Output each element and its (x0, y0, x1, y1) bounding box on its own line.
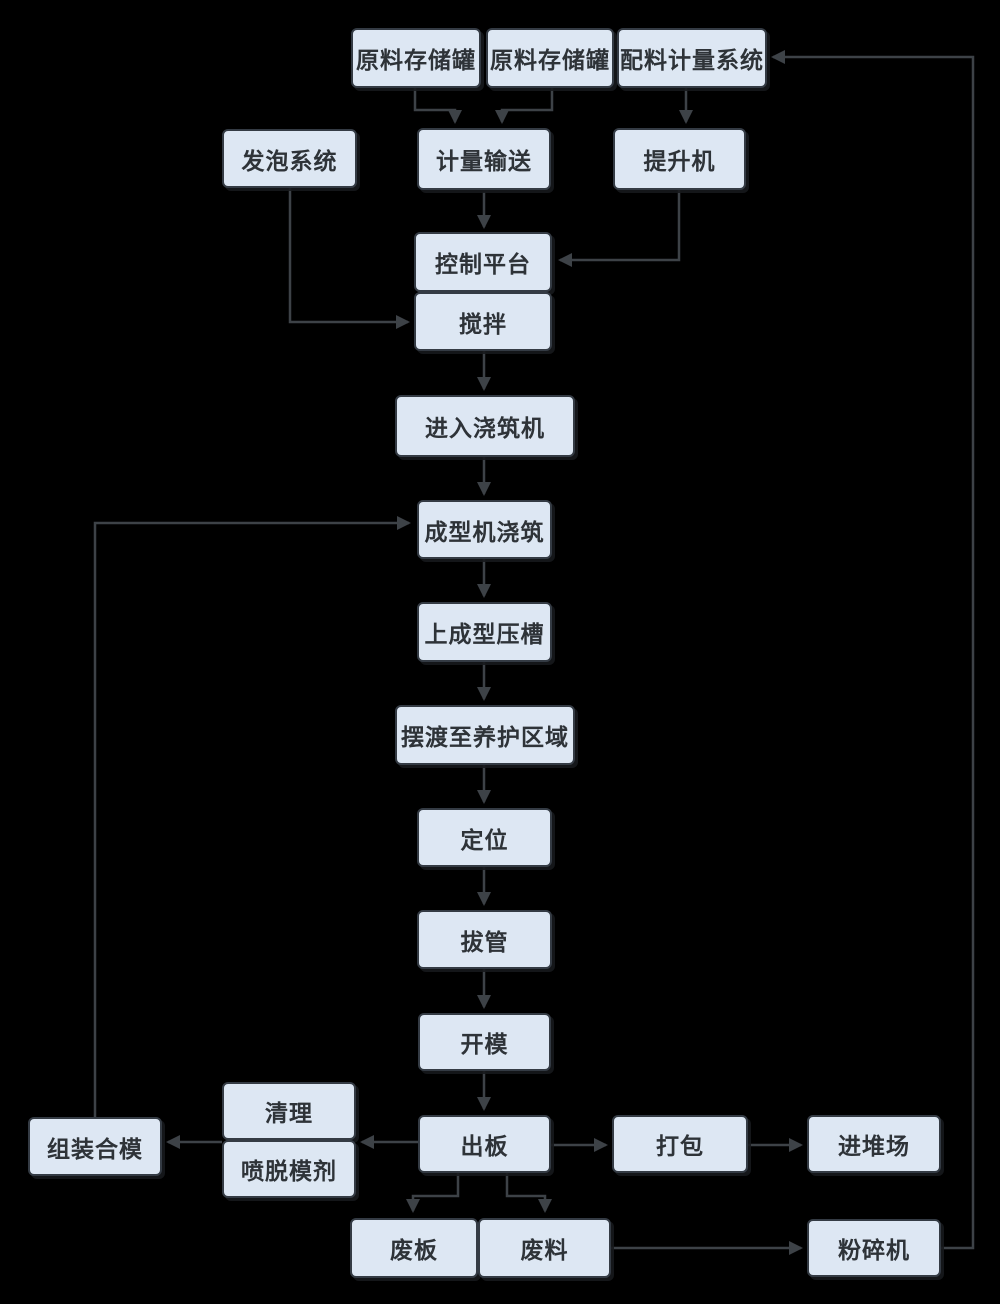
node-waste-material: 废料 (478, 1218, 611, 1278)
edge-boardout-wasteboard (406, 1173, 460, 1213)
node-tube-pulling: 拔管 (417, 910, 552, 969)
edge-tank2-metering (495, 88, 554, 124)
node-ferry-to-curing-area: 摆渡至养护区域 (395, 705, 575, 765)
node-stock-yard: 进堆场 (807, 1115, 941, 1173)
node-foaming-system: 发泡系统 (222, 129, 357, 188)
node-mold-opening: 开模 (418, 1013, 551, 1071)
edge-crusher-batching (771, 50, 975, 1250)
node-crusher: 粉碎机 (807, 1219, 941, 1277)
node-cleaning: 清理 (222, 1082, 356, 1140)
node-mixing: 搅拌 (414, 292, 552, 351)
node-metering-conveyor: 计量输送 (417, 128, 551, 190)
node-release-agent-spray: 喷脱模剂 (222, 1140, 356, 1198)
node-hoist: 提升机 (613, 128, 746, 190)
node-packing: 打包 (612, 1115, 748, 1173)
node-board-out: 出板 (418, 1115, 551, 1173)
node-mold-assembly: 组装合模 (28, 1117, 162, 1176)
edge-tank1-metering (413, 88, 462, 124)
edge-boardout-wastematerial (505, 1173, 552, 1213)
node-batching-metering-system: 配料计量系统 (617, 28, 767, 88)
node-control-platform: 控制平台 (414, 232, 552, 292)
node-waste-board: 废板 (350, 1218, 478, 1278)
edge-hoist-control (558, 190, 681, 267)
edge-foaming-mixing (288, 188, 410, 329)
node-positioning: 定位 (417, 808, 552, 867)
node-raw-material-tank-2: 原料存储罐 (486, 28, 614, 88)
edge-moldassembly-forming (93, 516, 411, 1117)
node-pouring-machine-entry: 进入浇筑机 (395, 395, 575, 457)
node-raw-material-tank-1: 原料存储罐 (351, 28, 481, 88)
node-forming-press-groove: 上成型压槽 (417, 602, 552, 662)
node-forming-machine-pouring: 成型机浇筑 (417, 500, 552, 559)
